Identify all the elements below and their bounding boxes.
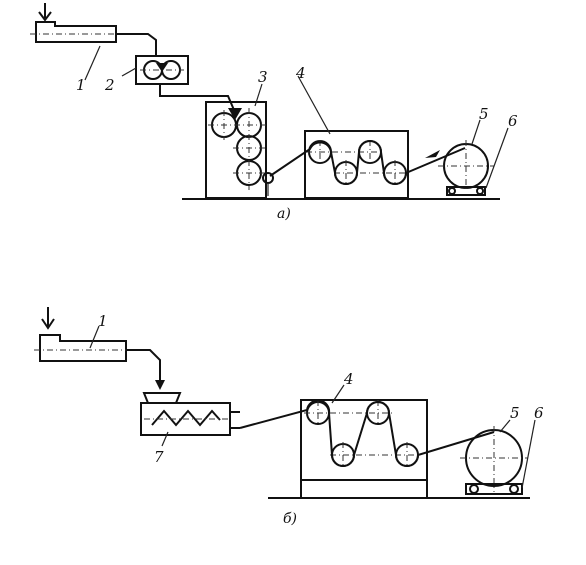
caption-b: б) [283,511,297,527]
label-6-b: 6 [534,404,544,422]
caption-a: а) [277,206,291,222]
pipe-2-3-a [159,84,235,111]
leader-4-b [331,384,345,404]
leader-7-b [161,431,169,447]
label-6-a: 6 [508,112,518,130]
leader-6-a [485,127,509,189]
extruder-1-a [30,21,122,43]
extruder-1-b [34,334,132,362]
label-4-a: 4 [295,64,306,82]
label-5-a: 5 [479,105,489,123]
label-1-a: 1 [76,76,86,94]
diagram-b: 1 7 4 [34,307,544,527]
leader-5-b [499,419,511,433]
leader-1-b [89,325,100,349]
film-path-a [269,140,466,185]
winder-5-a [438,140,494,196]
cooling-drums-4-a [304,130,409,199]
calender-3-a [205,101,274,199]
leader-5-a [471,119,481,145]
pipe-1-2-a [116,33,157,56]
label-7-b: 7 [154,448,164,466]
feed-arrow-a [38,3,52,22]
label-4-b: 4 [343,370,354,388]
film-direction-arrow-a [425,150,440,158]
label-1-b: 1 [98,312,108,330]
leader-2-a [121,67,137,77]
label-5-b: 5 [510,404,520,422]
film-path-b [239,399,495,467]
leader-6-b [521,419,536,489]
cooling-drums-4-b [300,399,428,499]
leader-1-a [84,45,101,81]
label-3-a: 3 [258,68,268,86]
screw-extruder-7-b [140,392,240,436]
leader-4-a [297,75,331,135]
leader-3-a [254,83,263,107]
pipe-1-7-b [126,349,161,386]
diagram-a: 1 2 [30,3,518,222]
feed-arrow-b [41,307,55,330]
winder-5-b [460,426,528,495]
label-2-a: 2 [104,76,115,94]
feeder-2-a [135,55,189,85]
pipe-arrow-b [155,380,165,390]
